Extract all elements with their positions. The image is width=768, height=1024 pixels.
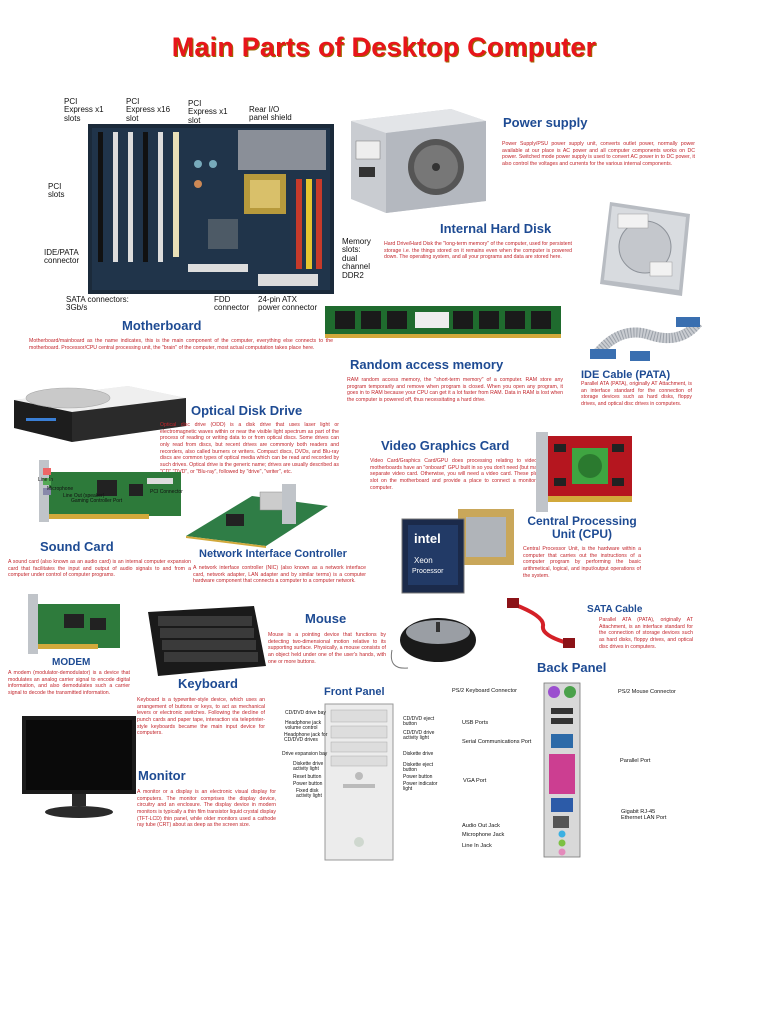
hard-disk-image — [590, 192, 702, 304]
sound-card-image — [37, 458, 187, 530]
nic-text: A network interface controller (NIC) (al… — [193, 565, 366, 585]
mouse-image — [388, 610, 480, 672]
bp-label-microphone: Microphone Jack — [462, 832, 505, 838]
front-panel-heading: Front Panel — [324, 686, 385, 698]
mouse-text: Mouse is a pointing device that function… — [268, 632, 386, 665]
fp-label-fixed-disk: Fixed disk activity light — [296, 788, 322, 800]
back-panel-image — [543, 682, 581, 858]
sound-card-heading: Sound Card — [40, 539, 114, 554]
svg-text:Processor: Processor — [412, 568, 444, 575]
ide-cable-text: Parallel ATA (PATA), originally AT Attac… — [581, 381, 692, 407]
label-pci-slots: PCI slots — [48, 182, 65, 200]
sound-label-line-out: Line Out (speaker) — [63, 493, 105, 499]
bp-label-ps2-mouse: PS/2 Mouse Connector — [618, 689, 676, 695]
bp-label-serial-port: Serial Communications Port — [462, 739, 532, 745]
label-fdd-connector: FDD connector — [214, 295, 250, 313]
power-supply-heading: Power supply — [503, 115, 588, 130]
label-rear-io-panel: Rear I/O panel shield — [249, 105, 292, 123]
modem-image — [24, 590, 124, 658]
fp-label-headphone: Headphone jack volume control — [285, 720, 322, 732]
cpu-heading: Central Processing Unit (CPU) — [527, 514, 637, 541]
optical-drive-heading: Optical Disk Drive — [191, 403, 303, 418]
fp-label-drive-expansion: Drive expansion bay — [282, 751, 328, 757]
keyboard-image — [144, 604, 268, 678]
bp-label-line-in: Line In Jack — [462, 843, 492, 849]
motherboard-text: Motherboard/mainboard as the name indica… — [29, 338, 333, 351]
motherboard-image — [88, 124, 334, 294]
fp-label-reset: Reset button — [293, 774, 322, 780]
ide-cable-heading: IDE Cable (PATA) — [581, 369, 671, 381]
front-panel-image — [323, 702, 395, 862]
label-memory-slots: Memory slots: dual channel DDR2 — [342, 237, 371, 280]
fp-label-diskette-eject: Diskette eject button — [403, 762, 434, 774]
fp-label-headphone-activity: Headphone jack for CD/DVD drives — [284, 732, 328, 744]
label-sata-connectors: SATA connectors: 3Gb/s — [66, 295, 129, 313]
ram-stick-image — [323, 302, 563, 342]
fp-label-diskette-activity: Diskette drive activity light — [293, 761, 324, 773]
keyboard-heading: Keyboard — [178, 676, 238, 691]
fp-label-power-button-right: Power button — [403, 774, 433, 780]
nic-heading: Network Interface Controller — [199, 548, 347, 560]
label-ide-pata-connector: IDE/PATA connector — [44, 248, 80, 266]
sound-label-microphone: Microphone — [47, 486, 74, 492]
video-card-text: Video Card/Graphics Card/GPU does proces… — [370, 458, 556, 491]
fp-label-diskette-drive: Diskette drive — [403, 751, 434, 757]
back-panel-heading: Back Panel — [537, 660, 607, 675]
optical-drive-text: Optical disc drive (ODD) is a disk drive… — [160, 422, 339, 475]
video-card-heading: Video Graphics Card — [381, 438, 510, 453]
cpu-image: intel Xeon Processor — [398, 507, 516, 597]
sata-cable-heading: SATA Cable — [587, 604, 643, 615]
mouse-heading: Mouse — [305, 611, 347, 626]
sound-label-gaming-port: Gaming Controller Port — [71, 498, 123, 504]
ram-heading: Random access memory — [350, 357, 504, 372]
hard-disk-heading: Internal Hard Disk — [440, 221, 552, 236]
modem-heading: MODEM — [52, 657, 91, 668]
ide-cable-image — [590, 315, 702, 371]
power-supply-image — [341, 101, 491, 215]
modem-text: A modem (modulator-demodulator) is a dev… — [8, 670, 130, 696]
fp-label-cd-eject: CD/DVD eject button — [403, 716, 435, 728]
monitor-heading: Monitor — [138, 768, 186, 783]
label-pci-express-x1-slots: PCI Express x1 slots — [64, 97, 104, 123]
bp-label-ethernet: Gigabit RJ-45 Ethernet LAN Port — [621, 809, 667, 821]
bp-label-usb-ports: USB Ports — [462, 720, 489, 726]
svg-text:Xeon: Xeon — [414, 556, 433, 565]
fp-label-cd-drive-bay: CD/DVD drive bay — [285, 710, 326, 716]
fp-label-power-button: Power button — [293, 781, 323, 787]
ram-text: RAM random access memory, the "short-ter… — [347, 377, 563, 403]
power-supply-text: Power Supply/PSU power supply unit, conv… — [502, 141, 695, 167]
page-title: Main Parts of Desktop Computer — [171, 32, 597, 62]
hard-disk-text: Hard Drive/Hard Disk the "long-term memo… — [384, 241, 572, 261]
motherboard-heading: Motherboard — [122, 318, 202, 333]
bp-label-ps2-keyboard: PS/2 Keyboard Connector — [452, 688, 517, 694]
bp-label-audio-out: Audio Out Jack — [462, 823, 500, 829]
monitor-image — [20, 714, 138, 820]
fp-label-cd-activity: CD/DVD drive activity light — [403, 730, 435, 742]
bp-label-vga-port: VGA Port — [463, 778, 487, 784]
sound-label-pci-connector: PCI Connector — [150, 489, 183, 495]
svg-text:intel: intel — [414, 531, 441, 546]
label-24pin-atx: 24-pin ATX power connector — [258, 295, 318, 313]
sound-card-text: A sound card (also known as an audio car… — [8, 559, 191, 579]
bp-label-parallel-port: Parallel Port — [620, 758, 651, 764]
sata-cable-text: Parallel ATA (PATA), originally AT Attac… — [599, 617, 693, 650]
video-card-image — [532, 430, 634, 515]
nic-image — [182, 476, 332, 548]
sata-cable-image — [505, 596, 579, 652]
fp-label-power-indicator: Power indicator light — [403, 781, 438, 793]
monitor-text: A monitor or a display is an electronic … — [137, 789, 276, 829]
sound-label-line-in: Line In — [38, 477, 54, 483]
label-pci-express-x16-slot: PCI Express x16 slot — [126, 97, 171, 123]
label-pci-express-x1-slot: PCI Express x1 slot — [188, 99, 228, 125]
cpu-text: Central Processor Unit, is the hardware … — [523, 546, 641, 579]
optical-drive-image — [8, 378, 188, 448]
keyboard-text: Keyboard is a typewriter-style device, w… — [137, 697, 265, 737]
